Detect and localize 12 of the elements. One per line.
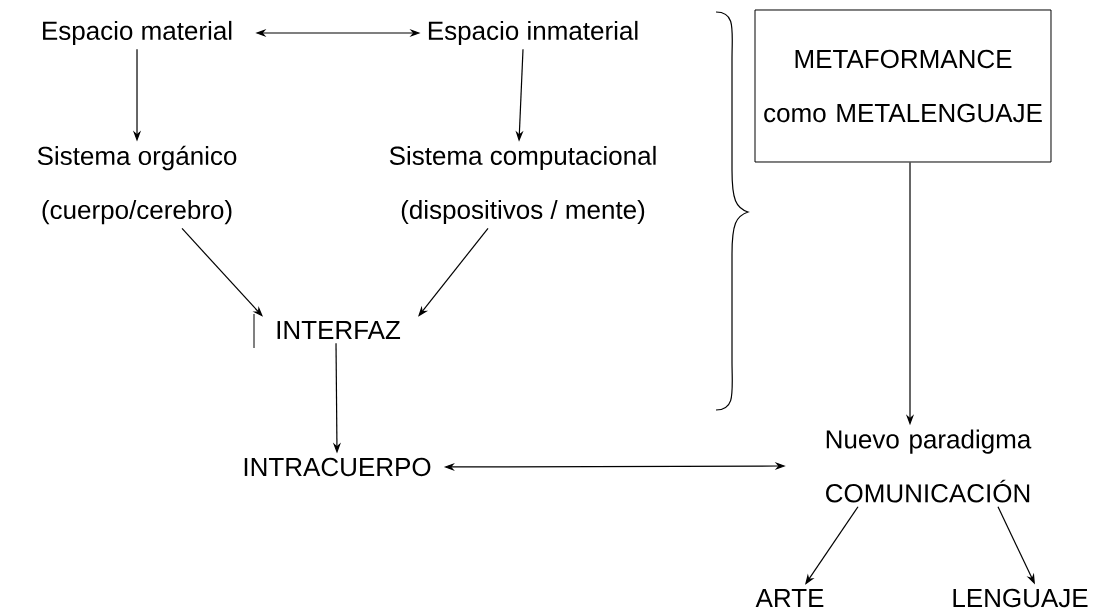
arrow — [181, 227, 263, 317]
node-text: Espacio inmaterial — [428, 20, 638, 46]
node-text: Espacio material — [43, 20, 232, 46]
node-text: LENGUAJE — [953, 588, 1088, 608]
node-text: Sistema computacional (dispositivos / mente) — [389, 145, 656, 225]
node-text: Sistema orgánico (cuerpo/cerebro) — [37, 145, 237, 225]
text-box: METAFORMANCE como METALENGUAJE — [754, 9, 1052, 163]
node-text: INTRACUERPO — [244, 457, 431, 477]
node-text: Nuevo paradigma COMUNICACIÓN — [826, 429, 1032, 503]
arrow — [418, 227, 489, 317]
node-text: INTERFAZ — [277, 321, 401, 339]
node-text: ARTE — [755, 589, 824, 607]
